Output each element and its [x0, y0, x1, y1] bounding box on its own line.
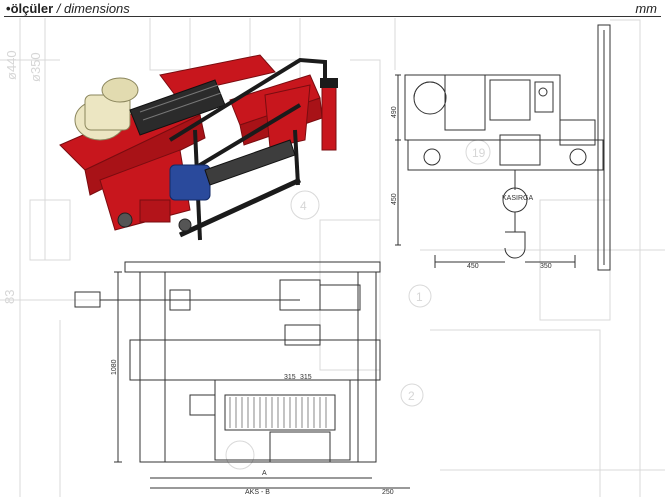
bg-label-4: 4 [300, 199, 307, 213]
side-brand-label: KASIRGA [502, 195, 533, 202]
side-view-drawing [395, 24, 611, 271]
top-inner-label-2: 315 [300, 374, 312, 381]
top-inner-label-1: 315 [284, 374, 296, 381]
dim-side-height-bottom: 450 [391, 193, 398, 205]
bg-label-2: 2 [408, 389, 415, 403]
header-rule [4, 16, 661, 17]
drum-grooves [229, 397, 327, 428]
section-header: •ölçüler / dimensions mm [0, 0, 665, 18]
title-italic: dimensions [64, 1, 130, 16]
dim-top-aks-b: AKS - B [245, 489, 270, 496]
crab-3d-render [59, 54, 338, 241]
background-labels: ø440 ø350 83 4 19 1 2 [2, 50, 486, 403]
section-title: •ölçüler / dimensions [6, 1, 130, 16]
bullet: • [6, 1, 11, 16]
dim-side-right: 350 [540, 263, 552, 270]
top-view-drawing [74, 261, 410, 489]
unit-label: mm [635, 1, 657, 16]
dim-top-a: A [262, 470, 267, 477]
bg-label-dia350: ø350 [28, 52, 43, 82]
dim-side-height-top: 490 [391, 106, 398, 118]
dim-top-height: 1080 [111, 359, 118, 375]
bg-label-dia440: ø440 [4, 50, 19, 80]
dim-side-left: 450 [467, 263, 479, 270]
dim-top-250: 250 [382, 489, 394, 496]
bg-label-83: 83 [2, 290, 17, 304]
title-separator: / [53, 1, 65, 16]
title-bold: ölçüler [10, 1, 54, 16]
bg-label-19: 19 [472, 146, 486, 160]
bg-label-1: 1 [416, 290, 423, 304]
